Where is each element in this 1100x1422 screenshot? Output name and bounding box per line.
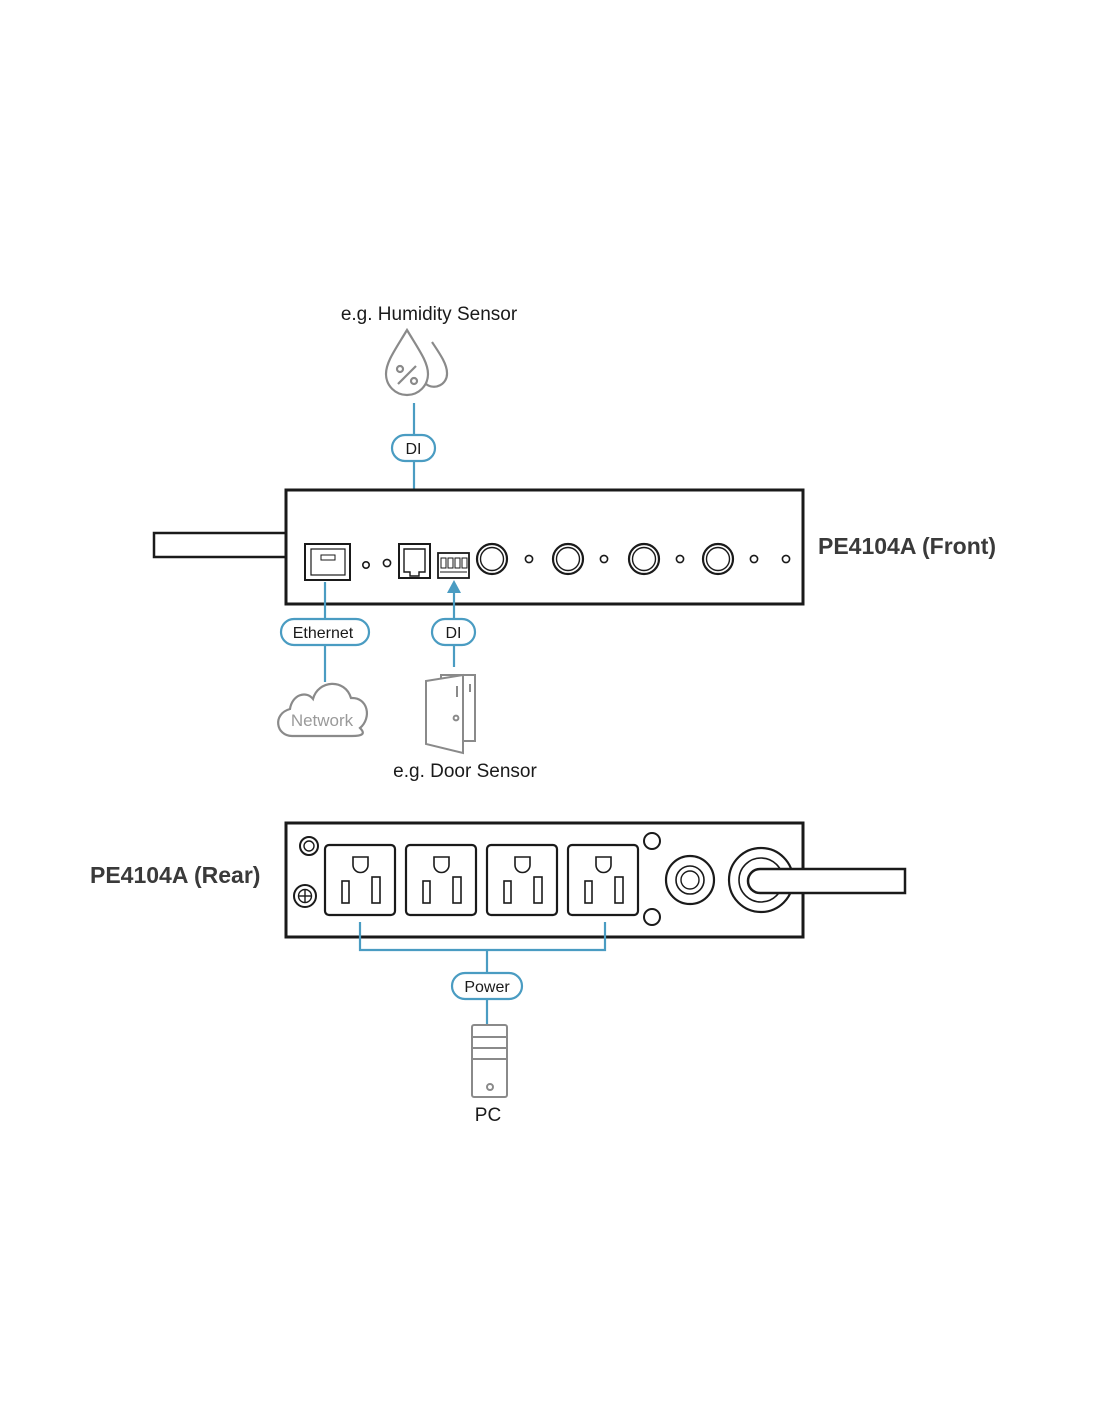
front-unit-title: PE4104A (Front) bbox=[818, 533, 996, 559]
door-sensor-label: e.g. Door Sensor bbox=[393, 761, 537, 782]
power-outlet bbox=[404, 843, 478, 917]
rear-power-cord bbox=[746, 867, 907, 895]
outlet-led bbox=[599, 554, 609, 564]
door-icon bbox=[425, 673, 476, 755]
ground-screw bbox=[293, 884, 317, 908]
network-label: Network bbox=[291, 711, 354, 730]
sensor-port bbox=[398, 543, 431, 579]
mount-hole bbox=[643, 908, 661, 926]
breaker-button bbox=[664, 854, 716, 906]
humidity-sensor-label: e.g. Humidity Sensor bbox=[341, 304, 518, 325]
power-outlet bbox=[485, 843, 559, 917]
outlet-button bbox=[475, 542, 509, 576]
power-label: Power bbox=[464, 979, 510, 996]
pc-label: PC bbox=[475, 1105, 501, 1126]
di-bottom-label: DI bbox=[446, 625, 462, 642]
front-power-cord bbox=[152, 531, 290, 559]
outlet-led bbox=[524, 554, 534, 564]
outlet-led bbox=[675, 554, 685, 564]
cloud-icon bbox=[277, 682, 369, 738]
outlet-led bbox=[781, 554, 791, 564]
outlet-button bbox=[627, 542, 661, 576]
power-outlet bbox=[323, 843, 397, 917]
rear-panel bbox=[284, 821, 805, 939]
outlet-button bbox=[551, 542, 585, 576]
ethernet-port bbox=[304, 543, 351, 581]
rear-screw bbox=[299, 836, 319, 856]
outlet-led bbox=[749, 554, 759, 564]
ethernet-label: Ethernet bbox=[293, 625, 354, 642]
mount-hole bbox=[643, 832, 661, 850]
front-led bbox=[361, 560, 370, 569]
di-top-label: DI bbox=[406, 441, 422, 458]
front-led bbox=[382, 558, 392, 568]
rear-unit-title: PE4104A (Rear) bbox=[90, 862, 260, 888]
humidity-drops-icon bbox=[384, 327, 449, 397]
power-outlet bbox=[566, 843, 640, 917]
outlet-button bbox=[701, 542, 735, 576]
di-terminal-block bbox=[437, 552, 470, 579]
pc-tower-icon bbox=[471, 1024, 508, 1098]
